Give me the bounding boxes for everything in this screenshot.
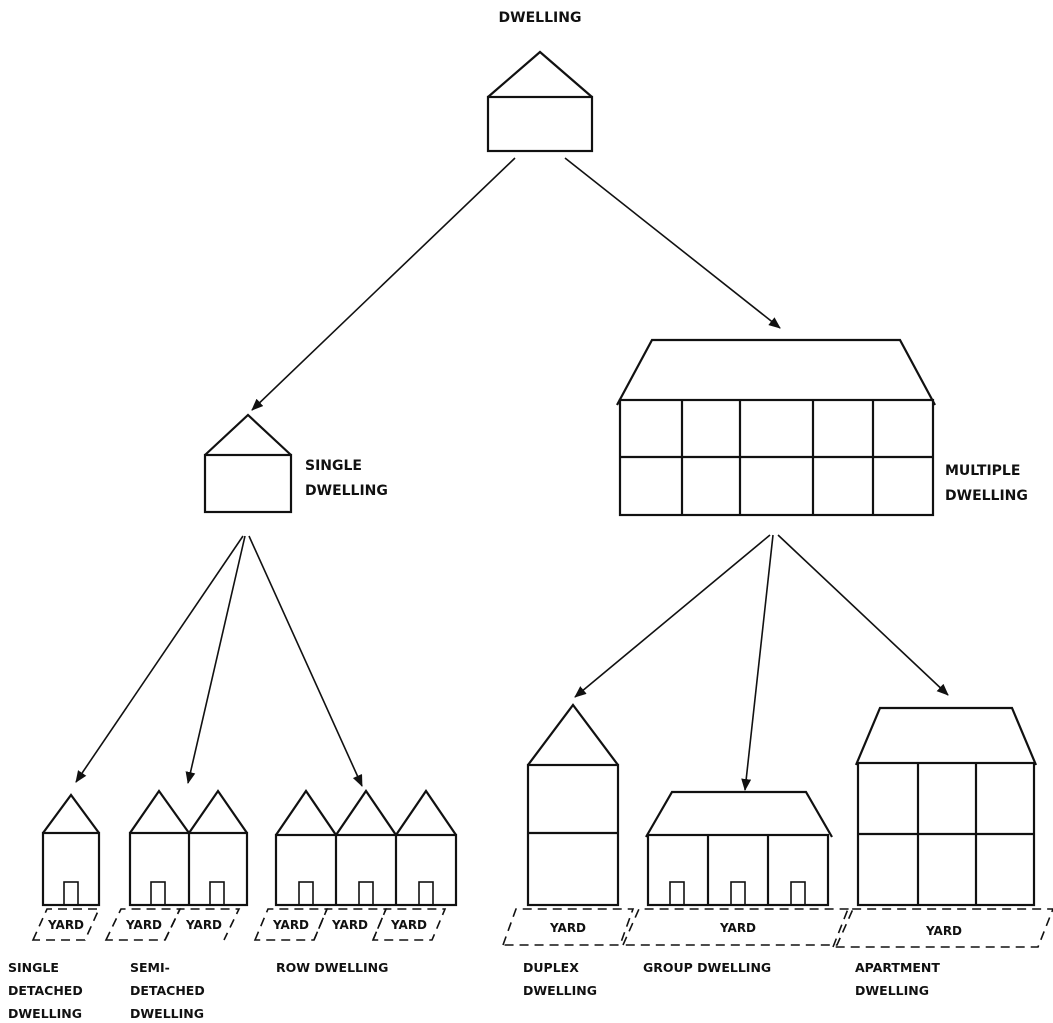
arrow-single-to-row [248, 535, 363, 787]
semi-detached-node: YARD YARD SEMI- DETACHED DWELLING [104, 789, 249, 1021]
arrow-single-to-detached [75, 535, 244, 783]
group-building-icon [645, 790, 833, 907]
apartment-dwelling-node: YARD APARTMENT DWELLING [831, 706, 1053, 998]
single-detached-label-line3: DWELLING [8, 1006, 82, 1021]
single-detached-label-line1: SINGLE [8, 960, 59, 975]
svg-text:YARD: YARD [331, 918, 368, 932]
root-dwelling-node: DWELLING [486, 10, 594, 153]
arrow-multiple-to-apartment [777, 534, 949, 696]
single-dwelling-label-line1: SINGLE [305, 458, 362, 474]
arrow-root-to-multiple [564, 157, 781, 329]
arrow-multiple-to-duplex [574, 534, 771, 698]
duplex-label-line2: DWELLING [523, 983, 597, 998]
yard-semi-detached-left: YARD [104, 908, 182, 941]
svg-text:YARD: YARD [185, 918, 222, 932]
multiple-dwelling-label-line1: MULTIPLE [945, 463, 1020, 479]
group-dwelling-label: GROUP DWELLING [643, 960, 771, 975]
semi-detached-label-line2: DETACHED [130, 983, 205, 998]
yard-duplex: YARD [501, 908, 635, 946]
single-dwelling-label-line2: DWELLING [305, 483, 388, 499]
svg-text:YARD: YARD [47, 918, 84, 932]
svg-text:YARD: YARD [125, 918, 162, 932]
svg-text:YARD: YARD [272, 918, 309, 932]
duplex-label-line1: DUPLEX [523, 960, 579, 975]
yard-apartment: YARD [831, 908, 1053, 948]
svg-text:YARD: YARD [719, 921, 756, 935]
yard-semi-detached-right: YARD [164, 908, 241, 941]
arrow-single-to-semi [185, 535, 246, 784]
group-dwelling-node: YARD GROUP DWELLING [621, 790, 855, 975]
semi-detached-label-line3: DWELLING [130, 1006, 204, 1021]
apartment-building-icon [854, 706, 1038, 907]
svg-text:YARD: YARD [925, 924, 962, 938]
yard-group: YARD [621, 908, 855, 946]
row-dwelling-node: YARD YARD YARD ROW DWELLING [253, 789, 458, 975]
yard-row-3: YARD [371, 908, 447, 941]
svg-text:YARD: YARD [390, 918, 427, 932]
single-detached-label-line2: DETACHED [8, 983, 83, 998]
row-dwelling-label: ROW DWELLING [276, 960, 388, 975]
single-detached-node: YARD SINGLE DETACHED DWELLING [8, 793, 101, 1021]
single-detached-house-icon [41, 793, 101, 907]
single-dwelling-node: SINGLE DWELLING [203, 413, 388, 514]
apartment-label-line2: DWELLING [855, 983, 929, 998]
yard-single-detached: YARD [31, 908, 101, 941]
root-dwelling-label: DWELLING [499, 10, 582, 26]
root-house-icon [486, 50, 594, 153]
semi-detached-house-icon [128, 789, 249, 907]
row-dwelling-house-icon [274, 789, 458, 907]
duplex-building-icon [526, 703, 620, 907]
multiple-dwelling-label-line2: DWELLING [945, 488, 1028, 504]
apartment-label-line1: APARTMENT [855, 960, 940, 975]
semi-detached-label-line1: SEMI- [130, 960, 170, 975]
svg-text:YARD: YARD [549, 921, 586, 935]
arrow-root-to-single [251, 157, 516, 411]
single-house-icon [203, 413, 293, 514]
duplex-dwelling-node: YARD DUPLEX DWELLING [501, 703, 635, 998]
arrow-multiple-to-group [741, 534, 774, 791]
multiple-building-icon [616, 338, 936, 517]
multiple-dwelling-node: MULTIPLE DWELLING [616, 338, 1028, 517]
